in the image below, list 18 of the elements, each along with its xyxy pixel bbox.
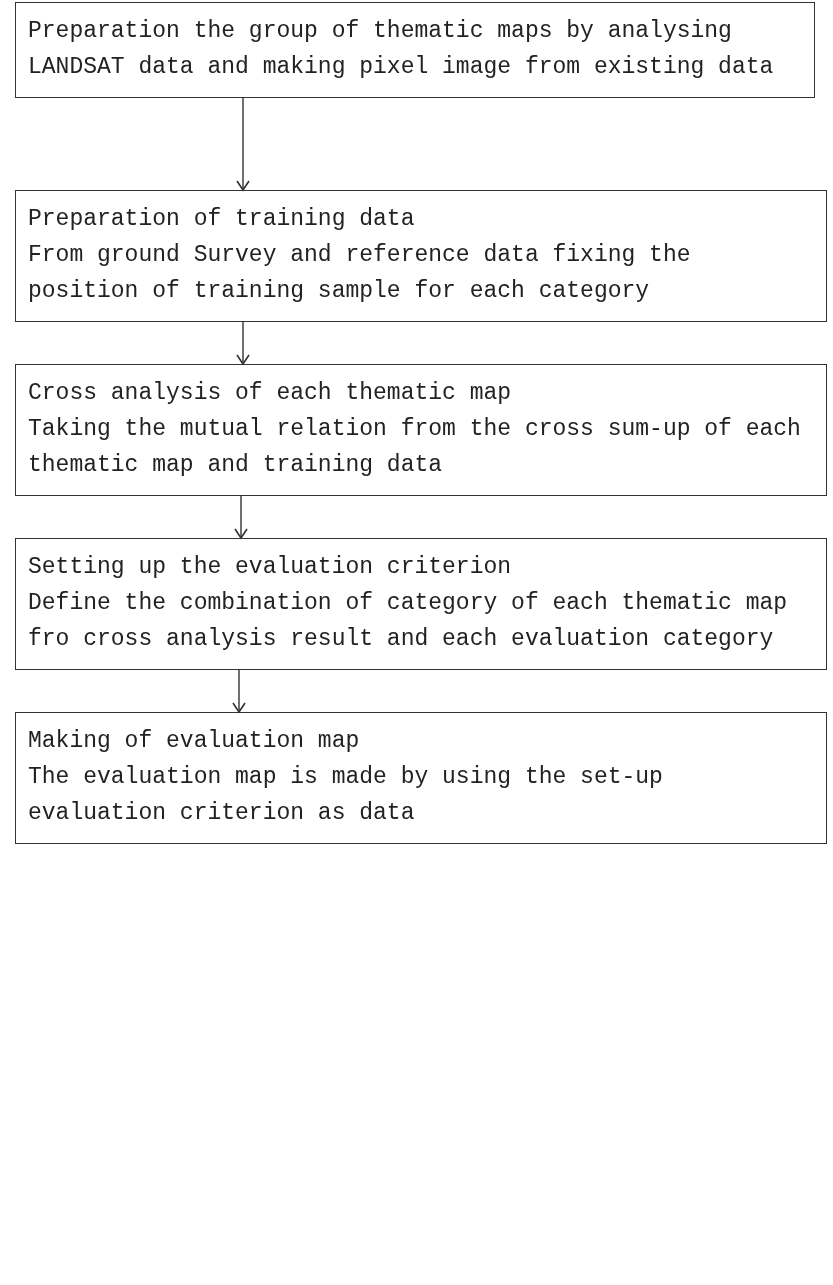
process-box (15, 190, 827, 322)
step-text: Preparation of training data (28, 205, 416, 234)
step-description: Taking the mutual relation from the cross sum-up of each thematic map and training data (28, 415, 802, 480)
process-box (15, 538, 827, 670)
arrow (234, 495, 248, 539)
arrow (236, 321, 250, 365)
step-description: Define the combination of category of each thematic map fro cross analysis result and each evaluation category (28, 589, 789, 654)
step-description: The evaluation map is made by using the set-up evaluation criterion as data (28, 763, 664, 828)
step-text: Preparation the group of thematic maps by analysing LANDSAT data and making pixel image from existing data (28, 17, 775, 82)
step-description: From ground Survey and reference data fixing the position of training sample for each category (28, 241, 692, 306)
step-text: Setting up the evaluation criterion (28, 553, 513, 582)
step-text: Cross analysis of each thematic map (28, 379, 513, 408)
process-box (15, 364, 827, 496)
step-text: Making of evaluation map (28, 727, 361, 756)
arrow (232, 669, 246, 713)
process-box (15, 712, 827, 844)
process-box (15, 2, 815, 98)
arrow (236, 97, 250, 191)
